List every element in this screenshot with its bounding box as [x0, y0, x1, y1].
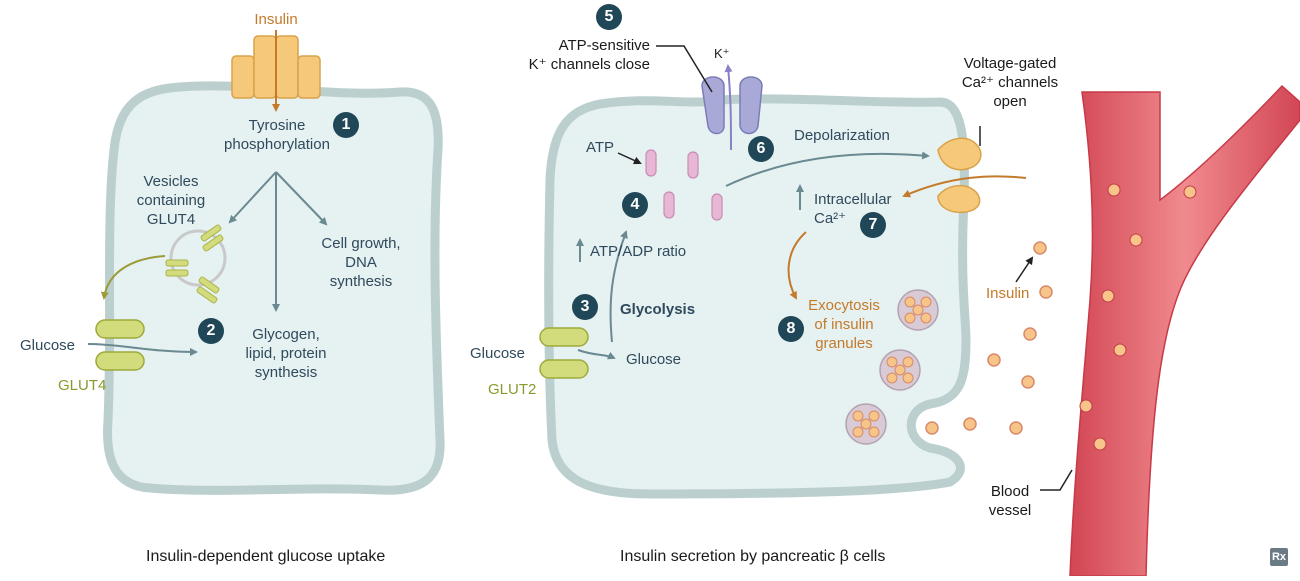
signal-arrows [228, 171, 328, 312]
left-caption: Insulin-dependent glucose uptake [146, 548, 386, 565]
released-insulin [925, 241, 1053, 435]
k-atp-channel [701, 64, 763, 151]
k-ion-label: K⁺ [714, 46, 730, 61]
insulin-label-left: Insulin [254, 11, 298, 28]
cell-growth-label: Cell growth, DNA synthesis [321, 235, 401, 290]
insulin-receptor [231, 30, 321, 112]
vesicles-label: Vesicles containing GLUT4 [136, 173, 206, 228]
glycolysis-label: Glycolysis [620, 301, 696, 318]
step-3-badge: 3 [572, 294, 598, 320]
voltage-gated-label: Voltage-gated Ca²⁺ channels open [961, 55, 1059, 110]
step-1-badge: 1 [333, 112, 359, 138]
glucose-label-left: Glucose [20, 337, 76, 354]
blood-vessel-label: Blood vessel [988, 483, 1032, 519]
tyrosine-label: Tyrosine phosphorylation [224, 117, 330, 153]
exocytosis-label: Exocytosis of insulin granules [808, 297, 880, 352]
step-6-badge: 6 [748, 136, 774, 162]
glut2-label: GLUT2 [488, 381, 537, 398]
glut4-transporter [87, 319, 198, 371]
atp-channels-label: ATP-sensitive K⁺ channels close [528, 37, 650, 73]
left-cell-membrane [103, 81, 445, 495]
rx-logo: Rx [1270, 548, 1288, 566]
step-5-badge: 5 [596, 4, 622, 30]
glut2-transporter [539, 327, 589, 379]
glucose-outside-label: Glucose [470, 345, 526, 362]
step-8-badge: 8 [778, 316, 804, 342]
step-2-badge: 2 [198, 318, 224, 344]
ca-channel [902, 137, 1027, 214]
glut4-vesicle [100, 224, 227, 304]
glut4-label: GLUT4 [58, 377, 107, 394]
insulin-granules [845, 289, 939, 445]
beta-cell-arrows [576, 151, 1034, 360]
step-7-badge: 7 [860, 212, 886, 238]
intracellular-ca-label: Intracellular Ca²⁺ [814, 191, 892, 227]
depolarization-label: Depolarization [794, 127, 890, 144]
step-4-badge: 4 [622, 192, 648, 218]
leader-lines [656, 45, 1073, 491]
atp-molecules [645, 149, 723, 221]
right-caption: Insulin secretion by pancreatic β cells [620, 548, 886, 565]
glycogen-label: Glycogen, lipid, protein synthesis [245, 326, 327, 381]
atp-label: ATP [586, 139, 615, 156]
blood-vessel [1069, 84, 1300, 577]
atp-adp-ratio-label: ATP/ADP ratio [590, 243, 687, 260]
insulin-label-right: Insulin [986, 285, 1030, 302]
glucose-inside-label: Glucose [626, 351, 682, 368]
